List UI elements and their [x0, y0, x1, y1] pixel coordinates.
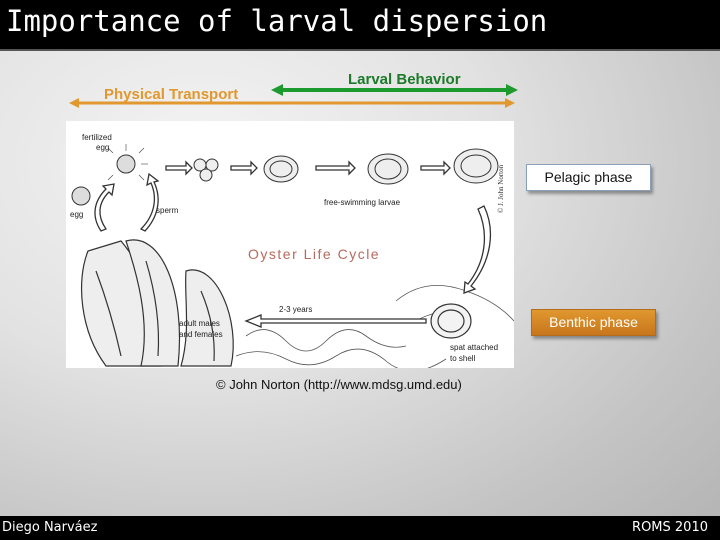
footer-bar: Diego Narváez ROMS 2010 [0, 516, 720, 540]
copyright-text: © John Norton (http://www.mdsg.umd.edu) [216, 377, 462, 392]
spat-oyster-drawing [430, 303, 472, 339]
egg-top-label: egg [96, 143, 110, 152]
title-bar: Importance of larval dispersion [0, 0, 720, 51]
adult-oysters-drawing [80, 239, 234, 367]
egg-left-label: egg [70, 210, 84, 219]
free-swimming-larvae-label: free-swimming larvae [324, 198, 401, 207]
years-label: 2-3 years [279, 305, 313, 314]
footer-author: Diego Narváez [2, 520, 98, 535]
oyster-life-cycle-title: Oyster Life Cycle [248, 246, 381, 262]
adult-males-label: adult males [179, 319, 220, 328]
cycle-arrows [94, 160, 492, 328]
oyster-life-cycle-figure: fertilized egg egg sperm free-swimming l… [66, 121, 514, 368]
larval-behavior-label: Larval Behavior [348, 71, 461, 88]
benthic-phase-box: Benthic phase [531, 309, 656, 336]
to-shell-label: to shell [450, 354, 476, 363]
sperm-label: sperm [156, 206, 179, 215]
slide-title: Importance of larval dispersion [6, 4, 548, 38]
spat-attached-label: spat attached [450, 343, 499, 352]
larvae-drawings [263, 148, 499, 185]
figure-credit: © J. John Norton [497, 164, 505, 213]
physical-transport-label: Physical Transport [104, 86, 239, 103]
cleavage-stage-drawing [193, 158, 219, 182]
egg-drawings [71, 144, 148, 206]
fertilized-label: fertilized [82, 133, 112, 142]
pelagic-phase-box: Pelagic phase [526, 164, 651, 191]
and-females-label: and females [179, 330, 223, 339]
footer-event: ROMS 2010 [632, 520, 708, 535]
life-cycle-drawing [71, 144, 514, 368]
